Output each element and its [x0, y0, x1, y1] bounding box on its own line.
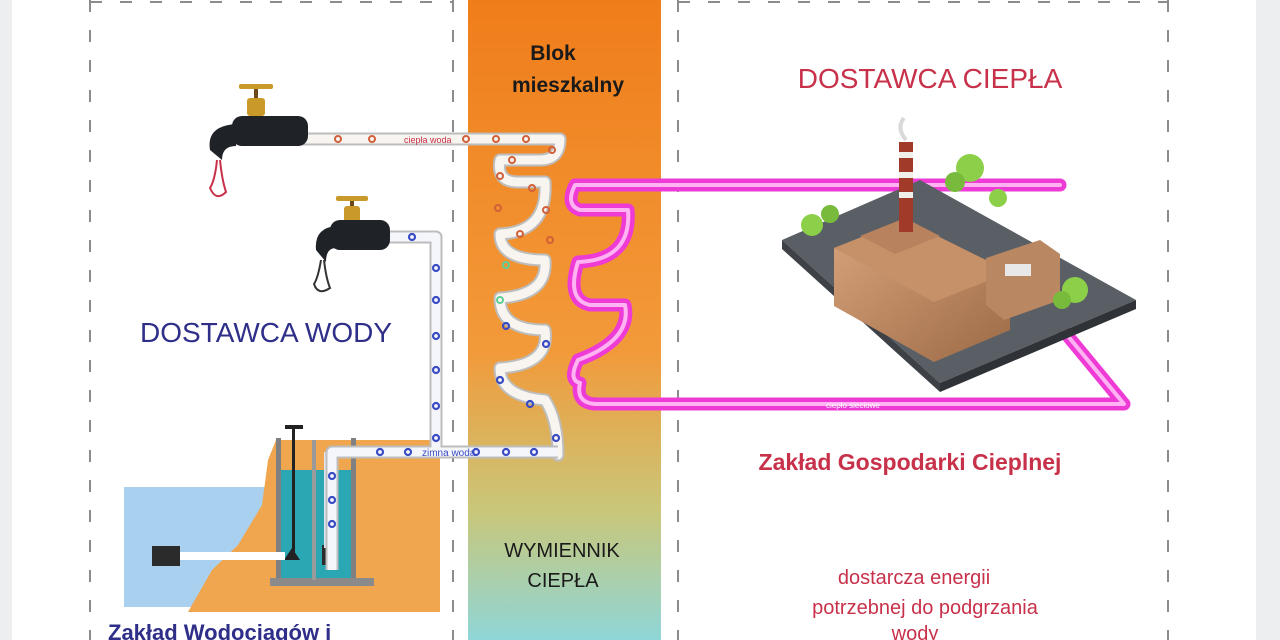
heat-plant-illustration: [782, 116, 1136, 392]
heat-desc-line2: potrzebnej do podgrzania: [812, 597, 1039, 619]
cold-water-pipe: [325, 230, 561, 570]
block-title-line1: Blok: [530, 42, 576, 65]
heating-network-label: ciepło sieciowe: [826, 401, 880, 410]
cold-water-label: zimna woda: [422, 448, 476, 459]
heat-supplier-title: DOSTAWCA CIEPŁA: [798, 63, 1063, 94]
heat-desc-line3: wody: [891, 623, 939, 640]
exchanger-label-line2: CIEPŁA: [527, 570, 599, 592]
heat-plant-name: Zakład Gospodarki Cieplnej: [759, 449, 1062, 475]
cold-water-faucet-icon: [312, 196, 390, 293]
section-dividers: [89, 0, 1169, 640]
block-title-line2: mieszkalny: [512, 74, 624, 97]
hot-water-faucet-icon: [208, 84, 308, 198]
exchanger-label-line1: WYMIENNIK: [504, 540, 620, 562]
water-supplier-title: DOSTAWCA WODY: [140, 317, 392, 348]
heat-desc-line1: dostarcza energii: [838, 567, 990, 589]
hot-water-label: ciepła woda: [404, 135, 452, 145]
water-plant-name: Zakład Wodociągów i: [108, 620, 331, 640]
hot-water-pipe: [293, 132, 567, 462]
heating-pipe: [564, 178, 1131, 411]
